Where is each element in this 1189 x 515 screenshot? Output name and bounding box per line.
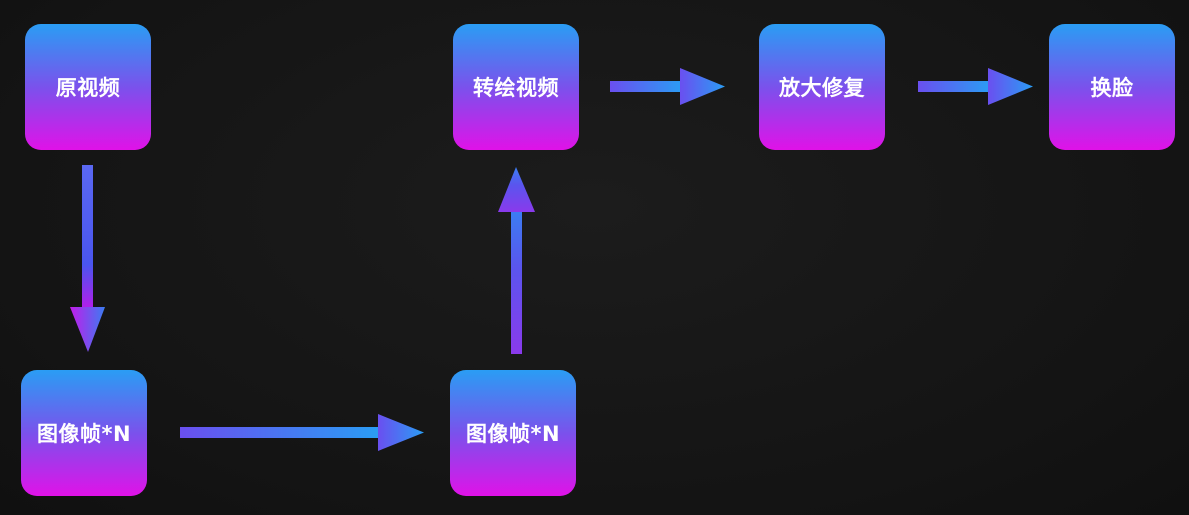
node-label: 原视频 [55, 76, 121, 100]
node-upscale-restore: 放大修复 [759, 24, 885, 150]
node-face-swap: 换脸 [1049, 24, 1175, 150]
node-convert-video: 转绘视频 [453, 24, 579, 150]
arrow-original-to-frames [70, 165, 105, 352]
node-label: 转绘视频 [473, 76, 559, 100]
arrow-upscale-to-faceswap [918, 68, 1033, 105]
node-image-frames-source: 图像帧*N [21, 370, 147, 496]
arrow-frames-to-frames [180, 414, 424, 451]
node-label: 图像帧*N [36, 422, 132, 446]
node-label: 放大修复 [779, 76, 865, 100]
node-label: 换脸 [1090, 76, 1134, 100]
arrow-convert-to-upscale [610, 68, 725, 105]
node-image-frames-processed: 图像帧*N [450, 370, 576, 496]
node-label: 图像帧*N [465, 422, 561, 446]
arrow-frames-to-convert [498, 167, 535, 354]
node-original-video: 原视频 [25, 24, 151, 150]
